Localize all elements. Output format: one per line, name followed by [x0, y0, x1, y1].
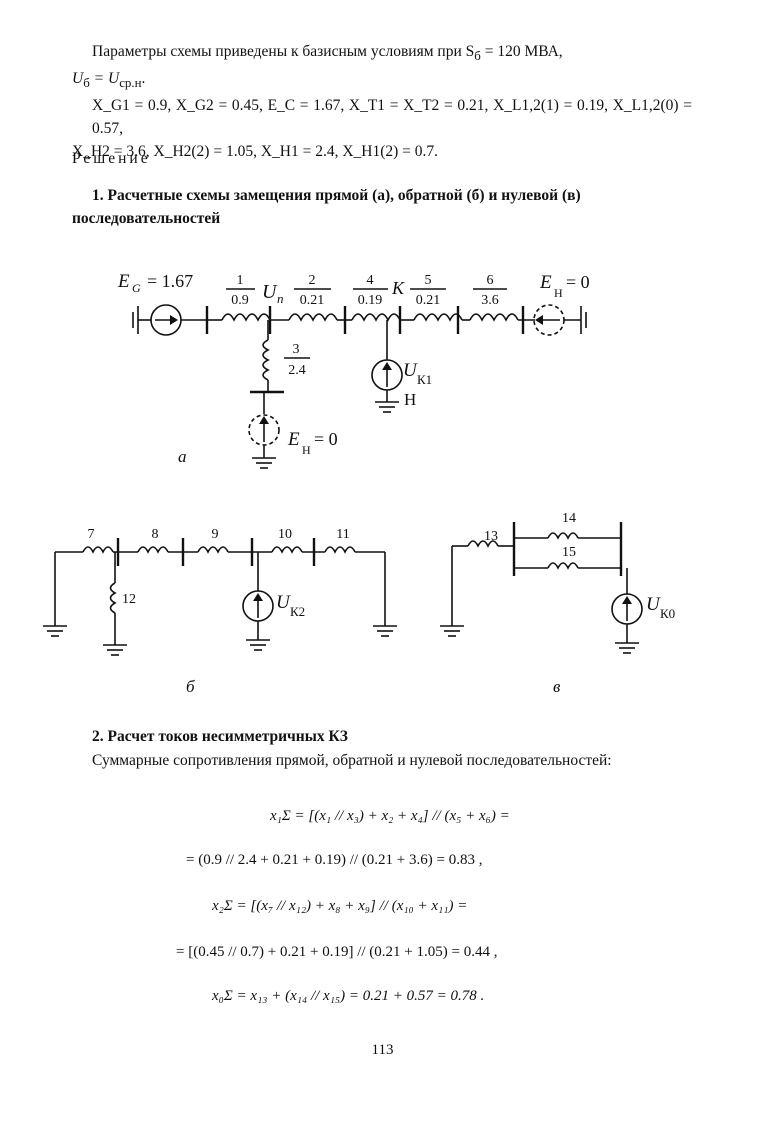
uk0-sub: К0: [660, 606, 675, 621]
parameters-paragraph: Параметры схемы приведены к базисным усл…: [72, 40, 692, 163]
r9-label: 9: [212, 527, 219, 542]
r3-value: 2.4: [288, 363, 306, 378]
inductor-11-icon: [324, 546, 356, 554]
r7-label: 7: [88, 527, 95, 542]
r2-number: 2: [309, 273, 316, 288]
r5-value: 0.21: [416, 293, 441, 308]
ub-symbol: U: [72, 70, 84, 88]
equation-1: x₁Σ = [(x₁ // x₃) + x₂ + x₄] // (x₅ + x₆…: [270, 808, 510, 824]
r8-label: 8: [152, 527, 159, 542]
equation-4: = [(0.45 // 0.7) + 0.21 + 0.19] // (0.21…: [176, 944, 498, 960]
inductor-13-icon: [467, 540, 499, 548]
uk2-label: U: [276, 592, 291, 613]
r10-label: 10: [278, 527, 292, 542]
r4-value: 0.19: [358, 293, 383, 308]
params-line-1: Параметры схемы приведены к базисным усл…: [72, 40, 692, 67]
r1-value: 0.9: [231, 293, 249, 308]
r4-number: 4: [367, 273, 374, 288]
eh-bottom-value: = 0: [314, 429, 338, 449]
ucp-symbol: = U: [89, 70, 120, 88]
inductor-15-icon: [547, 562, 579, 570]
source-eh-bottom-arrowhead: [259, 416, 269, 424]
inductor-5-icon: [413, 313, 463, 322]
r12-label: 12: [122, 592, 136, 607]
heading-equivalent-circuits: 1. Расчетные схемы замещения прямой (а),…: [72, 187, 581, 227]
eh-right-value: = 0: [566, 272, 590, 292]
source-eg-arrowhead: [170, 315, 178, 325]
r3-number: 3: [293, 342, 300, 357]
page-number: 113: [371, 1042, 394, 1058]
equation-5: x₀Σ = x₁₃ + (x₁₄ // x₁₅) = 0.21 + 0.57 =…: [212, 988, 485, 1004]
r11-label: 11: [336, 527, 349, 542]
paragraph-sum-resistances: Суммарные сопротивления прямой, обратной…: [92, 752, 612, 769]
r1-number: 1: [237, 273, 244, 288]
eh-bottom-sub: Н: [302, 443, 311, 457]
uk1-sub: К1: [417, 372, 432, 387]
r13-label: 13: [484, 529, 498, 544]
eg-sub: G: [132, 281, 141, 295]
r6-number: 6: [487, 273, 494, 288]
equation-2: = (0.9 // 2.4 + 0.21 + 0.19) // (0.21 + …: [186, 852, 483, 868]
params-line-4: X_H2 = 3.6, X_H2(2) = 1.05, X_H1 = 2.4, …: [72, 143, 439, 161]
r5-number: 5: [425, 273, 432, 288]
uk2-sub: К2: [290, 604, 305, 619]
solution-title: Решение: [72, 150, 151, 167]
equation-3: x₂Σ = [(x₇ // x₁₂) + x₈ + x₉] // (x₁₀ + …: [212, 898, 468, 914]
k-label: K: [391, 278, 405, 298]
inductor-1-icon: [221, 313, 271, 322]
inductor-9-icon: [197, 546, 229, 554]
inductor-8-icon: [137, 546, 169, 554]
inductor-14-icon: [547, 532, 579, 540]
eh-right-label: E: [539, 272, 552, 293]
eh-bottom-label: E: [287, 429, 300, 450]
diagram-b: 7 8 9 10 11 12 U К2 б: [43, 527, 397, 696]
r15-label: 15: [562, 545, 576, 560]
h-label: Н: [404, 390, 416, 409]
inductor-12-icon: [109, 582, 117, 614]
inductor-4-icon: [351, 313, 401, 322]
inductor-10-icon: [271, 546, 303, 554]
inductor-2-icon: [288, 313, 338, 322]
ub-sub: б: [83, 75, 90, 91]
eg-label: E: [117, 271, 130, 292]
sb-sub: б: [474, 48, 481, 64]
uk1-label: U: [403, 360, 418, 381]
source-uk1-arrowhead: [382, 362, 392, 370]
un-sub: n: [277, 291, 284, 306]
caption-c: в: [553, 677, 561, 696]
r2-value: 0.21: [300, 293, 325, 308]
inductor-3-icon: [262, 339, 270, 381]
caption-b: б: [186, 677, 195, 696]
source-uk0-arrowhead: [622, 596, 632, 604]
un-label: U: [262, 281, 278, 303]
uk0-label: U: [646, 594, 661, 615]
source-eh-right-arrowhead: [535, 315, 543, 325]
eg-value: = 1.67: [147, 271, 193, 291]
eh-right-sub: Н: [554, 286, 563, 300]
inductor-7-icon: [82, 546, 114, 554]
inductor-6-icon: [469, 313, 519, 322]
r6-value: 3.6: [481, 293, 499, 308]
ucp-sub: ср.н: [119, 75, 142, 91]
r14-label: 14: [562, 511, 576, 526]
circuit-diagrams: E G = 1.67 1 0.9 U n 2 0.21 4 0.19 K 5 0…: [43, 271, 675, 696]
params-line-2-end: .: [141, 70, 146, 88]
params-line-3: X_G1 = 0.9, X_G2 = 0.45, E_C = 1.67, X_T…: [92, 97, 692, 138]
diagram-a: E G = 1.67 1 0.9 U n 2 0.21 4 0.19 K 5 0…: [117, 271, 590, 469]
source-uk2-arrowhead: [253, 593, 263, 601]
diagram-c: 13 14 15 U К0 в: [440, 511, 675, 696]
params-line-1-text: Параметры схемы приведены к базисным усл…: [92, 43, 475, 60]
caption-a: а: [178, 447, 187, 466]
params-line-2: Uб = Uср.н.: [72, 67, 692, 94]
params-line-1-end: = 120 МВА,: [480, 43, 563, 60]
heading-fault-currents: 2. Расчет токов несимметричных КЗ: [92, 728, 348, 745]
